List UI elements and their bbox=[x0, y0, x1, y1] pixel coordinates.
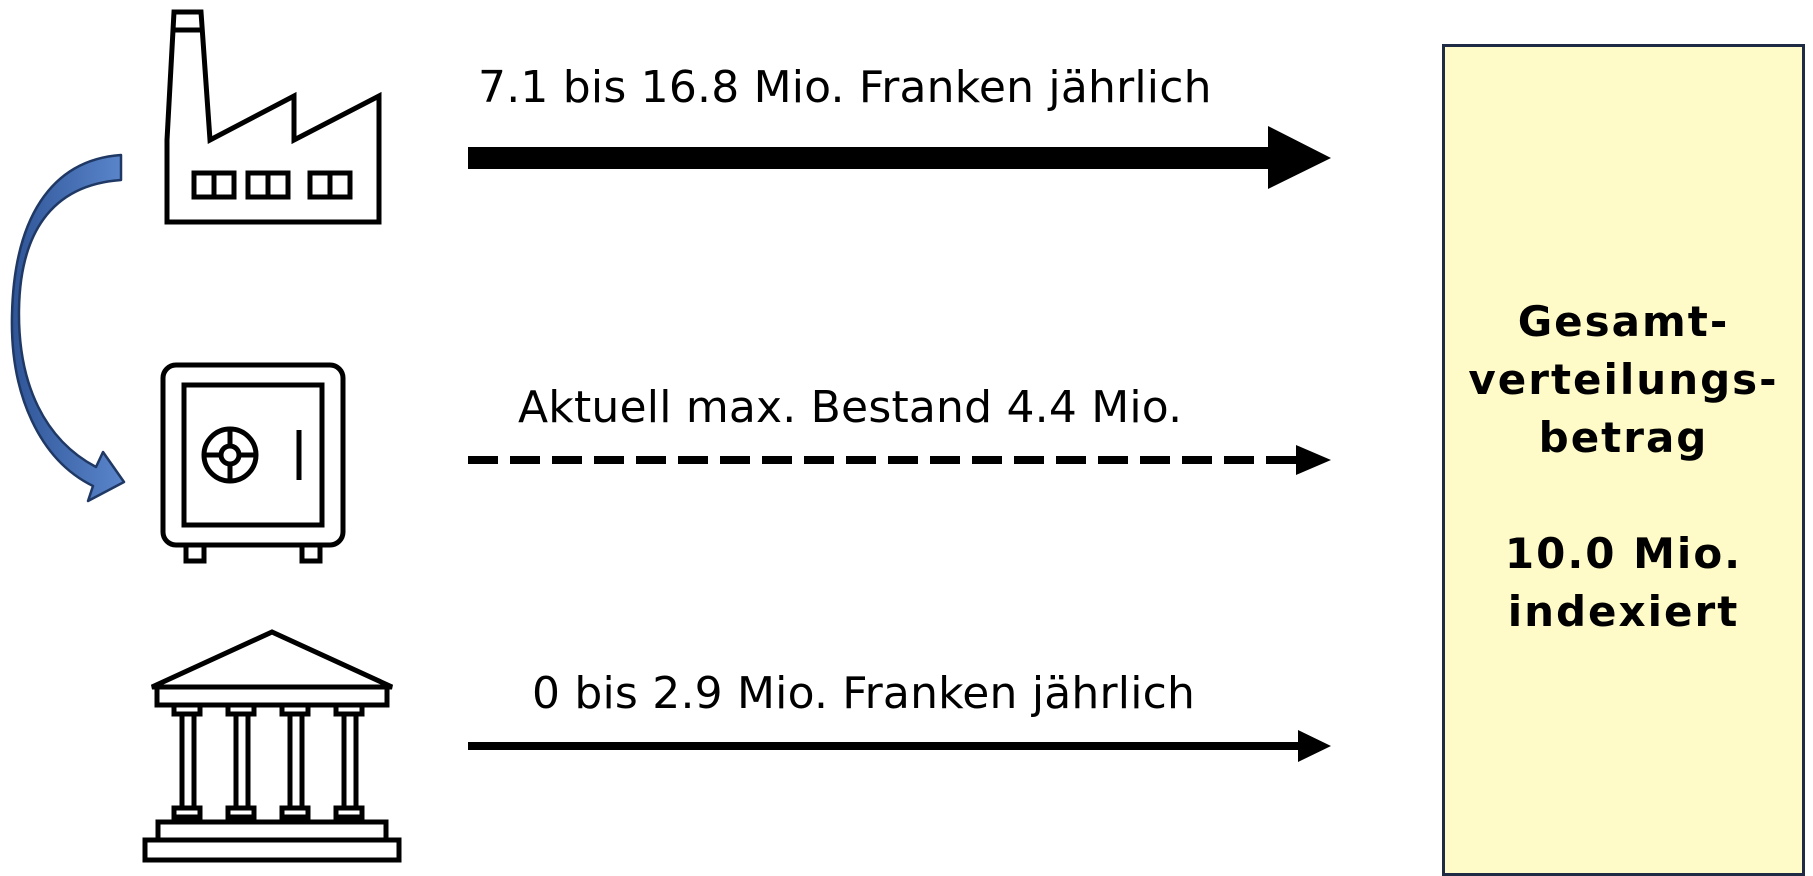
total-line-2: verteilungs- bbox=[1468, 355, 1779, 404]
total-amount-value: 10.0 Mio. bbox=[1504, 529, 1743, 578]
total-amount-text: Gesamt- verteilungs- betrag 10.0 Mio. in… bbox=[1445, 293, 1802, 641]
dashed-arrow-2 bbox=[468, 445, 1331, 475]
total-amount-box: Gesamt- verteilungs- betrag 10.0 Mio. in… bbox=[1442, 44, 1805, 876]
flow-label-2: Aktuell max. Bestand 4.4 Mio. bbox=[518, 382, 1183, 433]
flow-label-1: 7.1 bis 16.8 Mio. Franken jährlich bbox=[478, 62, 1212, 113]
thick-arrow-1 bbox=[468, 126, 1331, 189]
bank-building-icon bbox=[142, 629, 402, 863]
factory-icon bbox=[164, 9, 382, 225]
solid-arrow-3 bbox=[468, 730, 1331, 762]
total-line-3: betrag bbox=[1538, 413, 1709, 462]
safe-icon bbox=[160, 362, 346, 564]
curved-arrow-icon bbox=[10, 153, 126, 503]
flow-label-3: 0 bis 2.9 Mio. Franken jährlich bbox=[532, 668, 1196, 719]
total-line-1: Gesamt- bbox=[1517, 297, 1730, 346]
total-amount-note: indexiert bbox=[1507, 587, 1740, 636]
